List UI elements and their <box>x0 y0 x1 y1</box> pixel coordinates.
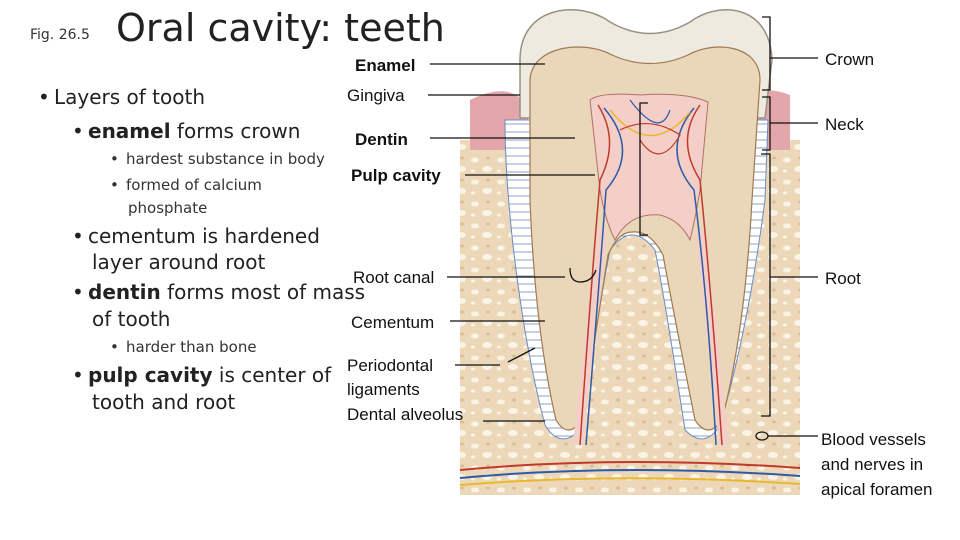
bullet-enamel-hardest: •hardest substance in body <box>110 150 325 168</box>
slide-title: Oral cavity: teeth <box>116 6 445 50</box>
bullet-dentin-cont: of tooth <box>92 307 171 331</box>
bullet-layers: •Layers of tooth <box>38 85 206 109</box>
label-apical-foramen: apical foramen <box>821 480 933 499</box>
label-gingiva: Gingiva <box>347 86 405 105</box>
pulp-cavity-shape <box>589 93 709 242</box>
label-neck: Neck <box>825 115 864 134</box>
bullet-dentin: •dentin forms most of mass <box>72 280 366 304</box>
label-root: Root <box>825 269 861 288</box>
root-canal-right <box>695 229 729 446</box>
bullet-enamel: •enamel forms crown <box>72 119 301 143</box>
label-dental-alveolus: Dental alveolus <box>347 405 464 424</box>
label-and-nerves: and nerves in <box>821 455 924 474</box>
label-enamel: Enamel <box>355 56 416 75</box>
bullet-cementum-cont: layer around root <box>92 250 266 274</box>
bullet-cementum: •cementum is hardened <box>72 224 320 248</box>
jaw-vessels <box>459 460 801 486</box>
label-ligaments: ligaments <box>347 380 420 399</box>
label-crown: Crown <box>825 50 875 69</box>
bullet-pulp: •pulp cavity is center of <box>72 363 332 387</box>
label-pulp-cavity: Pulp cavity <box>351 166 441 185</box>
label-dentin: Dentin <box>355 130 408 149</box>
figure-number: Fig. 26.5 <box>30 27 90 43</box>
bullet-dentin-harder: •harder than bone <box>110 338 257 356</box>
label-root-canal: Root canal <box>353 268 435 287</box>
root-canal-left <box>573 229 607 446</box>
bullet-pulp-cont: tooth and root <box>92 390 236 414</box>
bullet-enamel-calcium-cont: phosphate <box>128 199 208 217</box>
label-blood-vessels: Blood vessels <box>821 430 926 449</box>
bullet-enamel-calcium: •formed of calcium <box>110 176 262 194</box>
pulp-vessels <box>579 99 723 446</box>
label-periodontal: Periodontal <box>347 356 434 375</box>
label-cementum: Cementum <box>351 313 435 332</box>
leader-lines <box>428 16 818 437</box>
